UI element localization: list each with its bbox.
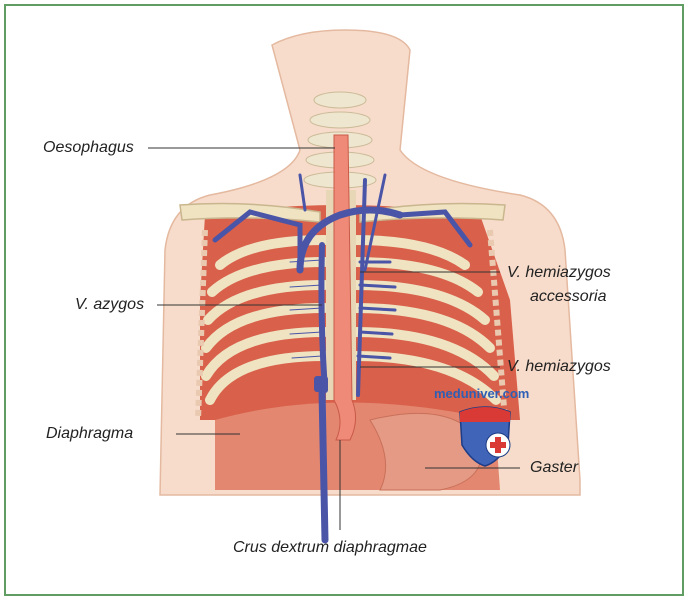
azygos-system — [212, 173, 473, 544]
label-v-azygos: V. azygos — [75, 296, 145, 313]
vena-cava-stub — [314, 376, 328, 392]
watermark-shield-logo — [459, 406, 511, 467]
frame-border — [4, 4, 684, 596]
oesophagus — [333, 134, 356, 441]
stomach — [369, 412, 483, 491]
label-v-hemiazygos: V. hemiazygos — [507, 358, 611, 375]
label-v-hemiazygos-accessoria-line1: V. hemiazygos — [507, 264, 611, 281]
costal-margins — [195, 229, 508, 421]
label-oesophagus: Oesophagus — [43, 139, 134, 156]
watermark-text: meduniver.com — [434, 386, 530, 401]
label-v-hemiazygos-accessoria-line2: accessoria — [530, 288, 607, 305]
label-diaphragma: Diaphragma — [46, 425, 134, 442]
label-gaster: Gaster — [530, 459, 579, 476]
leader-lines — [148, 147, 520, 530]
label-crus-dextrum: Crus dextrum diaphragmae — [233, 539, 427, 556]
